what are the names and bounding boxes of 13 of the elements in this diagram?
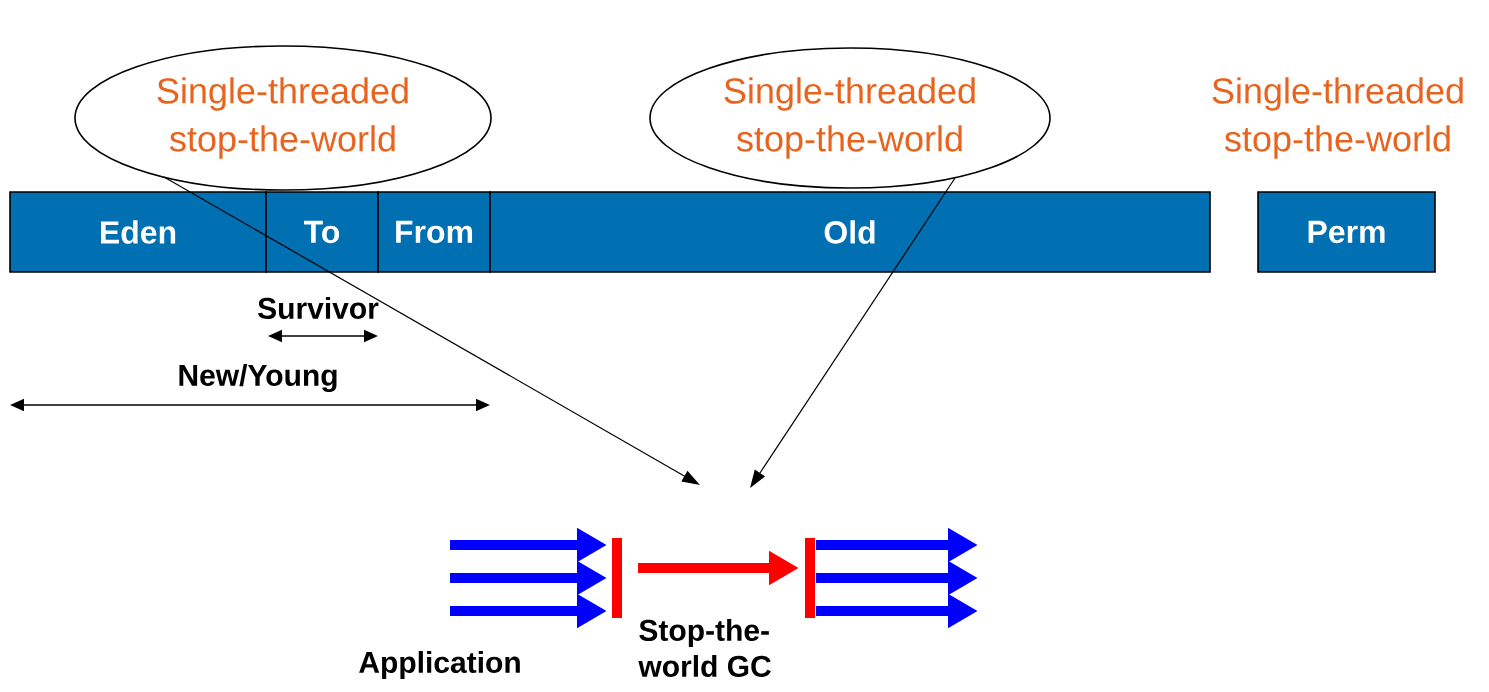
arrow	[750, 177, 956, 488]
callout-text: Single-threaded stop-the-world	[1212, 77, 1463, 159]
ellipse-callout: Single-threaded stop-the-world	[74, 45, 492, 191]
memory-region-box: Perm	[1257, 191, 1436, 273]
pause-bar	[612, 538, 622, 618]
memory-region-box: From	[377, 191, 491, 273]
memory-region-box: To	[265, 191, 379, 273]
caption-text: Stop-the-world GC	[638, 619, 771, 677]
region-label: Survivor	[258, 297, 379, 319]
region-label: New/Young	[179, 363, 337, 393]
region-label: Application	[359, 651, 520, 679]
pause-bar	[805, 538, 815, 618]
ellipse-callout: Single-threaded stop-the-world	[649, 47, 1051, 189]
